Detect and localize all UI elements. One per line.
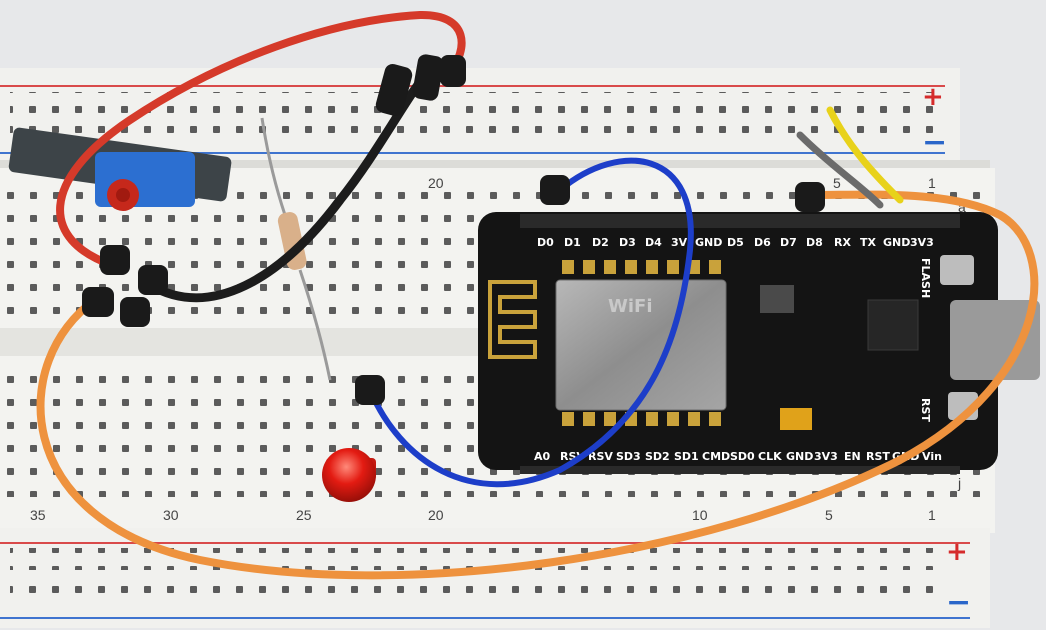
orange-wire — [36, 190, 1039, 580]
resistor — [260, 117, 332, 381]
pin-label: GND — [786, 450, 813, 463]
rail-plus-sign-bottom: + — [946, 537, 968, 567]
pin-label: RSV — [588, 450, 613, 463]
pin-label: SD0 — [730, 450, 755, 463]
esp-module-shield — [555, 279, 727, 411]
pin-label: SD1 — [674, 450, 699, 463]
pin-label: D5 — [727, 236, 744, 249]
row-label-j: j — [957, 475, 961, 491]
pin-label: SD3 — [616, 450, 641, 463]
column-number-bottom-35: 35 — [30, 507, 46, 523]
pin-label: D8 — [806, 236, 823, 249]
gray-wire — [796, 131, 884, 209]
pin-label: D2 — [592, 236, 609, 249]
pin-label: TX — [860, 236, 877, 249]
tantalum-capacitor — [780, 408, 812, 430]
yellow-wire — [826, 106, 904, 204]
column-number-bottom-10: 10 — [692, 507, 708, 523]
pin-label: GND — [695, 236, 722, 249]
sensor-module — [8, 127, 232, 211]
antenna-trace — [488, 280, 537, 359]
pin-label: RST — [866, 450, 890, 463]
pin-label: D3 — [619, 236, 636, 249]
pin-label: 3V3 — [814, 450, 838, 463]
pin-label: A0 — [534, 450, 551, 463]
flash-button — [940, 255, 974, 285]
column-number-bottom-25: 25 — [296, 507, 312, 523]
pin-label: EN — [844, 450, 861, 463]
pin-label: D4 — [645, 236, 662, 249]
column-number-bottom-5: 5 — [825, 507, 833, 523]
pin-label: 3V — [671, 236, 688, 249]
pin-label: D6 — [754, 236, 771, 249]
usb-chip — [867, 299, 919, 351]
red-led — [322, 448, 376, 502]
rail-minus-sign-bottom: − — [946, 585, 971, 620]
blue-wire — [367, 157, 694, 488]
voltage-regulator — [760, 285, 794, 313]
wire-connectors — [82, 54, 825, 405]
rail-plus-sign-top: + — [922, 82, 944, 112]
row-label-a: a — [958, 199, 966, 215]
top-power-rail: + − — [0, 68, 990, 170]
pin-label: 3V3 — [910, 236, 934, 249]
pin-label: D7 — [780, 236, 797, 249]
chip-label: WiFi — [608, 296, 653, 317]
column-number-bottom-1: 1 — [928, 507, 936, 523]
red-wire — [56, 10, 466, 269]
pin-label: GND — [883, 236, 910, 249]
top-pin-labels: D0 D1 D2 D3 D4 3V GND D5 D6 D7 D8 RX TX … — [537, 236, 934, 249]
column-number-top-5: 5 — [833, 175, 841, 191]
bottom-pin-labels: A0 RSV RSV SD3 SD2 SD1 CMD SD0 CLK GND 3… — [534, 450, 942, 463]
pin-label: SD2 — [645, 450, 670, 463]
bottom-power-rail: + − — [0, 528, 990, 628]
column-number-bottom-20: 20 — [428, 507, 444, 523]
column-number-top-1: 1 — [928, 175, 936, 191]
column-number-bottom-30: 30 — [163, 507, 179, 523]
usb-port — [950, 300, 1040, 380]
pin-label: RX — [834, 236, 851, 249]
pin-label: Vin — [922, 450, 942, 463]
pin-label: CLK — [758, 450, 782, 463]
rst-label: RST — [919, 398, 932, 422]
flash-label: FLASH — [919, 258, 932, 298]
black-wire — [145, 65, 435, 303]
nodemcu-board: D0 D1 D2 D3 D4 3V GND D5 D6 D7 D8 RX TX … — [478, 212, 1040, 474]
column-number-top-20: 20 — [428, 175, 444, 191]
pin-label: CMD — [702, 450, 730, 463]
pin-label: D1 — [564, 236, 581, 249]
pin-label: D0 — [537, 236, 554, 249]
rail-minus-sign-top: − — [922, 125, 947, 160]
